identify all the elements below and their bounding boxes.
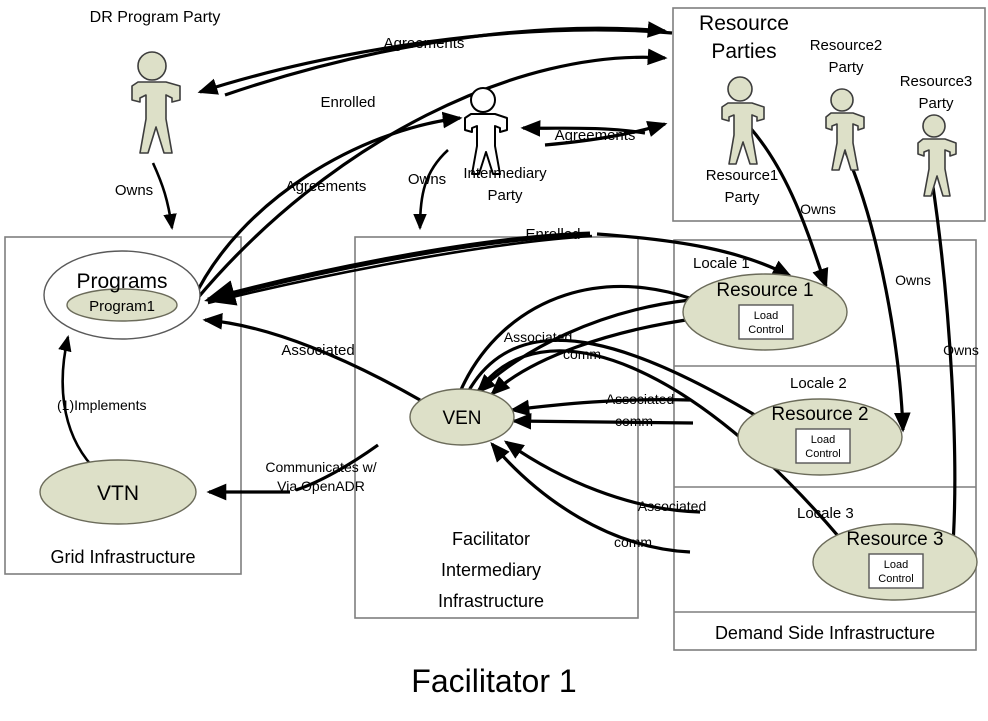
edge-ven-to-loadcontrol3 xyxy=(474,349,868,573)
intermediary-party-label-line1: Intermediary xyxy=(463,165,547,182)
edge-enrolled-resource-to-programs-secondary xyxy=(207,234,593,305)
resource2-party-label-line1: Resource2 xyxy=(810,37,883,54)
resource2-party-label-line2: Party xyxy=(828,59,864,76)
load-control-2-box[interactable] xyxy=(795,428,851,464)
locale-3-label: Locale 3 xyxy=(797,505,854,522)
resource3-party-label-line1: Resource3 xyxy=(900,73,973,90)
edge-comm-resource3-to-ven xyxy=(490,442,691,554)
load-control-3-line1: Load xyxy=(884,559,908,571)
edge-label-owns-intermediary: Owns xyxy=(408,171,446,188)
edge-ven-to-loadcontrol2 xyxy=(466,338,798,442)
load-control-2-line1: Load xyxy=(811,434,835,446)
edge-comm-resource2-to-ven xyxy=(511,413,694,430)
edge-label-associated-r1: Associated xyxy=(504,329,572,345)
edge-agreements-programs-to-resource xyxy=(194,48,668,302)
edge-label-agreements-1: Agreements xyxy=(384,35,465,52)
edge-communicates-ven-tail xyxy=(295,443,379,492)
resource3-party-icon[interactable] xyxy=(917,114,957,197)
locale-1-label: Locale 1 xyxy=(693,255,750,272)
edge-agreements-dr-to-resource xyxy=(224,21,668,97)
resource3-party-label-line2: Party xyxy=(918,95,954,112)
intermediary-party-label-line2: Party xyxy=(487,187,523,204)
program1-label: Program1 xyxy=(89,298,155,315)
program1-node[interactable] xyxy=(66,288,178,322)
resource2-label: Resource 2 xyxy=(771,404,868,425)
resource1-party-label-line1: Resource1 xyxy=(706,167,779,184)
resource3-label: Resource 3 xyxy=(846,529,943,550)
edge-enrolled-to-resource1 xyxy=(596,232,793,278)
dr-program-party-label: DR Program Party xyxy=(90,9,221,26)
edge-owns-intermediary-to-facilitator xyxy=(413,149,449,231)
resource1-label: Resource 1 xyxy=(716,280,813,301)
edge-label-associated-programs: Associated xyxy=(281,342,354,359)
edge-label-owns-r1: Owns xyxy=(800,201,836,217)
edge-label-associated-r2: Associated xyxy=(606,391,674,407)
edge-owns-dr-to-programs xyxy=(151,162,177,231)
grid-infrastructure-label: Grid Infrastructure xyxy=(50,547,195,567)
load-control-3-line2: Control xyxy=(878,573,913,585)
edge-label-implements: (1)Implements xyxy=(57,397,146,413)
load-control-1-line1: Load xyxy=(754,310,778,322)
resource-parties-title-line2: Parties xyxy=(711,40,776,63)
ven-node[interactable] xyxy=(409,388,515,446)
facilitator-label-line3: Infrastructure xyxy=(438,591,544,611)
edge-owns-r1party-to-resource1 xyxy=(743,120,829,289)
edge-label-comm-r3: comm xyxy=(614,534,652,550)
edge-associated-resource2-to-ven xyxy=(509,398,691,417)
edge-label-agreements-3: Agreements xyxy=(555,127,636,144)
locale-2-label: Locale 2 xyxy=(790,375,847,392)
load-control-3-box[interactable] xyxy=(868,553,924,589)
edge-label-owns-r3: Owns xyxy=(943,342,979,358)
vtn-node[interactable] xyxy=(39,459,197,525)
edge-ven-to-loadcontrol1 xyxy=(458,285,738,393)
load-control-2-line2: Control xyxy=(805,448,840,460)
edge-owns-r3party-to-resource3 xyxy=(930,179,962,561)
edge-label-enrolled-1: Enrolled xyxy=(320,94,375,111)
edge-label-comm-r1: comm xyxy=(563,346,601,362)
edge-label-owns-r2: Owns xyxy=(895,272,931,288)
dr-program-party-icon[interactable] xyxy=(131,51,181,154)
resource1-party-icon[interactable] xyxy=(721,76,765,165)
load-control-1-line2: Control xyxy=(748,324,783,336)
programs-label: Programs xyxy=(76,270,167,293)
edge-enrolled-to-intermediary xyxy=(191,111,463,301)
edge-label-agreements-2: Agreements xyxy=(286,178,367,195)
edge-enrolled-resource-to-programs xyxy=(204,231,591,306)
vtn-label: VTN xyxy=(97,482,139,505)
demand-side-infrastructure-label: Demand Side Infrastructure xyxy=(715,623,935,643)
figure-title: Facilitator 1 xyxy=(411,663,576,699)
edge-intermediary-to-resource-parties xyxy=(544,120,668,147)
edge-label-enrolled-2: Enrolled xyxy=(525,226,580,243)
edge-associated-ven-to-programs xyxy=(202,313,421,402)
edge-owns-r2party-to-resource2 xyxy=(843,149,911,433)
edge-agreements-to-intermediary xyxy=(520,120,646,137)
edge-label-associated-r3: Associated xyxy=(638,498,706,514)
load-control-1-box[interactable] xyxy=(738,304,794,340)
edge-label-owns-dr: Owns xyxy=(115,182,153,199)
facilitator-label-line2: Intermediary xyxy=(441,560,541,580)
edge-label-comm-r2: comm xyxy=(615,413,653,429)
ven-label: VEN xyxy=(442,408,481,429)
resource-parties-title-line1: Resource xyxy=(699,12,789,35)
facilitator-label-line1: Facilitator xyxy=(452,529,530,549)
resource1-party-label-line2: Party xyxy=(724,189,760,206)
edge-associated-resource3-to-ven xyxy=(503,440,701,514)
intermediary-party-icon[interactable] xyxy=(464,87,508,175)
resource2-party-icon[interactable] xyxy=(825,88,865,171)
edge-comm-resource1-to-ven xyxy=(490,316,701,396)
edge-label-communicates-line1: Communicates w/ xyxy=(265,459,376,475)
edge-label-communicates-line2: Via OpenADR xyxy=(277,478,365,494)
edge-implements-vtn-to-programs xyxy=(58,334,93,467)
